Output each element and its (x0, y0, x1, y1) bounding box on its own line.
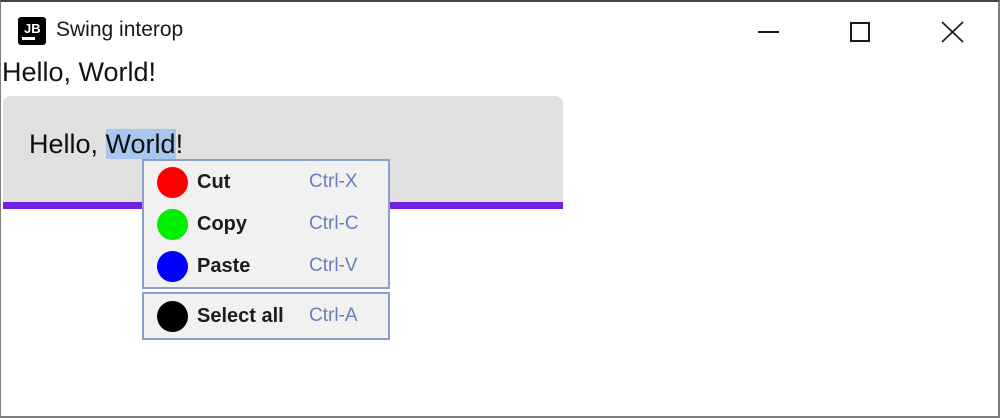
black-circle-icon (157, 300, 188, 332)
window-title: Swing interop (56, 18, 184, 41)
menu-item-copy[interactable]: Copy Ctrl-C (144, 203, 388, 245)
menu-item-shortcut: Ctrl-X (309, 171, 358, 192)
menu-item-shortcut: Ctrl-A (309, 305, 358, 326)
menu-item-label: Select all (197, 304, 284, 327)
jetbrains-logo-icon[interactable]: JB (18, 17, 46, 45)
context-menu-group-select: Select all Ctrl-A (142, 292, 390, 340)
menu-item-paste[interactable]: Paste Ctrl-V (144, 245, 388, 287)
red-circle-icon (157, 166, 188, 198)
maximize-button[interactable] (837, 9, 883, 55)
maximize-icon (850, 22, 870, 42)
greeting-label: Hello, World! (2, 57, 157, 87)
text-field-value: Hello, World! (29, 129, 183, 160)
minimize-button[interactable] (745, 9, 791, 55)
menu-item-label: Copy (197, 212, 247, 235)
text-selection-highlight: World (105, 129, 176, 159)
context-menu: Cut Ctrl-X Copy Ctrl-C Paste Ctrl-V Sele… (142, 159, 390, 340)
jetbrains-logo-text: JB (24, 21, 41, 36)
menu-item-label: Cut (197, 170, 231, 193)
close-button[interactable] (929, 9, 975, 55)
menu-item-cut[interactable]: Cut Ctrl-X (144, 161, 388, 203)
titlebar[interactable]: JB Swing interop (1, 2, 998, 58)
blue-circle-icon (157, 250, 188, 282)
menu-item-shortcut: Ctrl-C (309, 213, 359, 234)
menu-item-shortcut: Ctrl-V (309, 255, 358, 276)
green-circle-icon (157, 208, 188, 240)
text-after-selection: ! (175, 129, 184, 159)
close-icon (940, 21, 964, 43)
minimize-icon (757, 31, 779, 33)
jetbrains-logo-underline (22, 37, 35, 40)
menu-item-label: Paste (197, 254, 251, 277)
context-menu-group-edit: Cut Ctrl-X Copy Ctrl-C Paste Ctrl-V (142, 159, 390, 289)
text-before-selection: Hello, (29, 129, 106, 159)
menu-item-select-all[interactable]: Select all Ctrl-A (144, 294, 388, 338)
